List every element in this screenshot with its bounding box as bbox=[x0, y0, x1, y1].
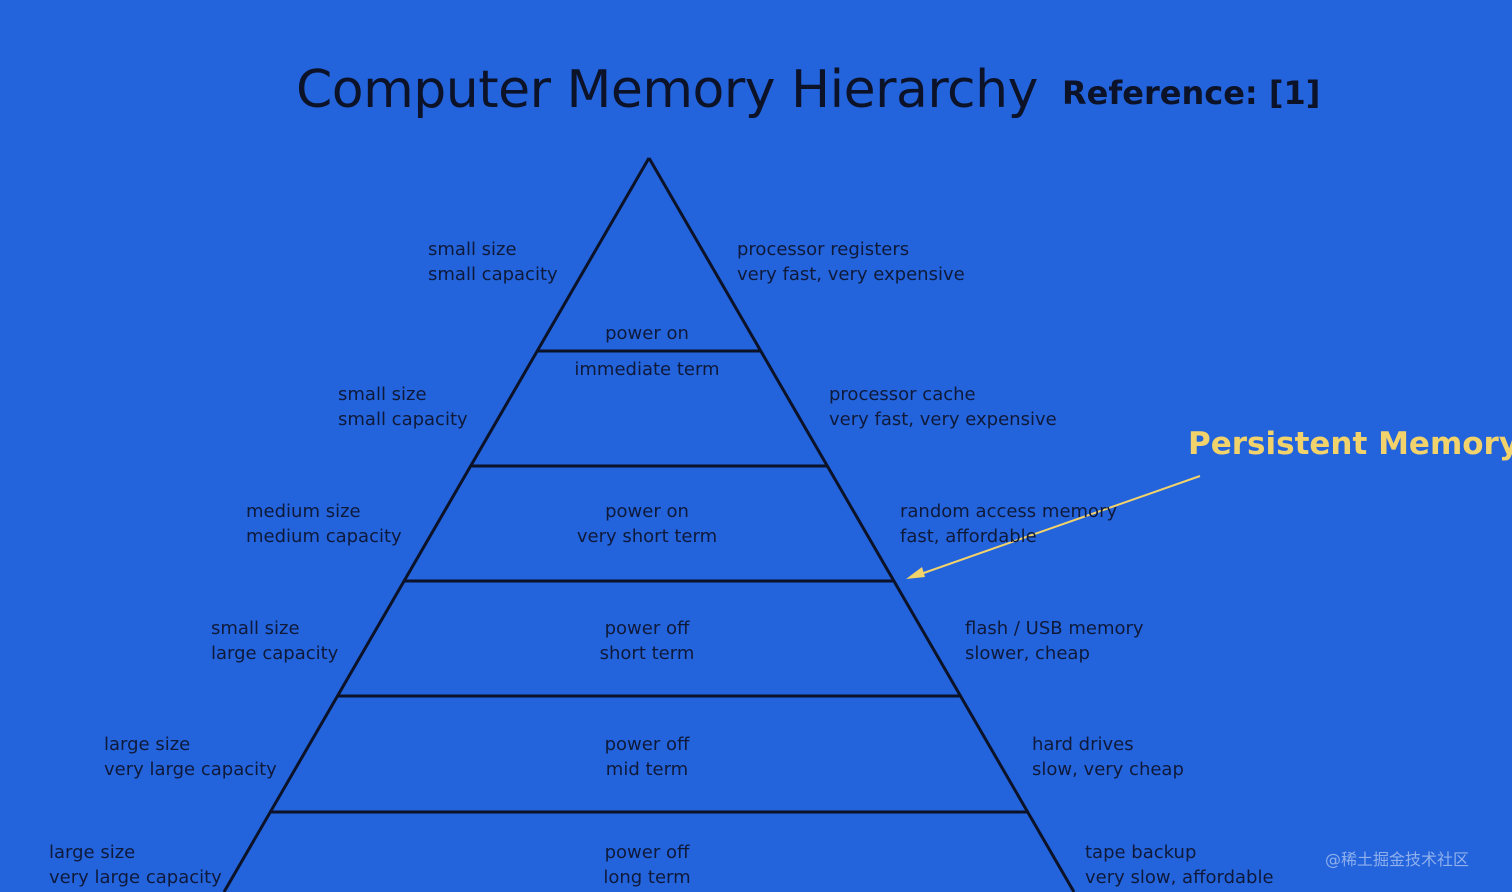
watermark: @稀土掘金技术社区 bbox=[1325, 850, 1470, 869]
level-1-center-label: power on bbox=[605, 323, 689, 344]
pyramid-right-edge bbox=[647, 157, 1076, 892]
page-title: Computer Memory Hierarchy bbox=[296, 60, 1038, 120]
reference-label: Reference: [1] bbox=[1062, 74, 1321, 112]
annotation-arrow-line bbox=[917, 475, 1201, 576]
level-2-center-label: immediate term bbox=[574, 359, 720, 380]
pyramid-left-edge bbox=[222, 157, 651, 892]
annotation-arrow-head bbox=[906, 567, 925, 579]
persistent-memory-annotation: Persistent Memory? bbox=[1188, 426, 1512, 462]
